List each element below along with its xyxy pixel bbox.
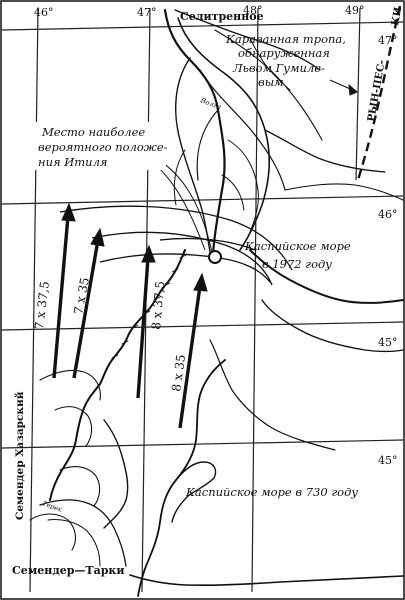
- ryn-pes-label: РЫН-ПЕС-: [366, 59, 388, 122]
- arc-1: [59, 205, 293, 271]
- ki-label: КИ: [390, 6, 404, 26]
- arrow-7x35-label: 7 х 35: [71, 276, 92, 315]
- agrakhan-peninsula: [103, 419, 129, 529]
- coast-1972-east: [249, 249, 404, 304]
- lon-48-label: 48°: [243, 4, 263, 17]
- lat-45b-label: 45°: [378, 454, 398, 467]
- semender-khazar-label: Семендер Хазарский: [14, 391, 26, 520]
- meridian-48: [251, 7, 259, 593]
- itil-label-line2: вероятного положе-: [38, 140, 168, 154]
- west-hills-3: [59, 466, 101, 507]
- volga-channel-5: [196, 109, 219, 181]
- caspian-730-label: Каспийское море в 730 году: [185, 485, 358, 499]
- itil-label-background: [34, 122, 166, 170]
- lat-45a-label: 45°: [378, 336, 398, 349]
- volga-channel-8: [173, 149, 186, 206]
- arrow-8x37-5-label: 8 х 37,5: [149, 280, 167, 330]
- arrow-7x37-5-shaft: [52, 215, 70, 379]
- volga-delta: [163, 8, 404, 257]
- arrow-8x35-label: 8 х 35: [169, 354, 188, 393]
- north-coast: [264, 129, 386, 173]
- arrow-7x35-shaft: [72, 239, 100, 379]
- arrow-8x37-5-head: [141, 244, 156, 263]
- arrow-7x35-head: [90, 227, 105, 247]
- labels: Селитренное Караванная тропа, обнаруженн…: [12, 6, 404, 577]
- coast-730-peninsula: [171, 461, 217, 523]
- volga-channel-6: [227, 139, 259, 233]
- volga-label: Волга: [198, 96, 222, 111]
- coast-1972-hatching: [111, 254, 187, 359]
- caravan-label-line3: Львом Гумиле-: [232, 61, 325, 75]
- parallel-47: [1, 21, 404, 31]
- arrow-7x37-5-head: [61, 202, 76, 222]
- volga-channel-4: [199, 69, 286, 191]
- arrow-8x35-shaft: [178, 285, 202, 429]
- arc-2: [91, 231, 273, 286]
- volga-channel-3: [175, 57, 211, 253]
- graticule: [1, 7, 404, 593]
- coast-1972-west: [49, 249, 186, 501]
- caravan-route-line: [356, 5, 402, 181]
- itil-location-marker: [208, 250, 222, 264]
- lon-49-label: 49°: [345, 4, 365, 17]
- meridian-46: [29, 7, 39, 593]
- terek-river: [39, 499, 127, 567]
- caravan-arrowhead: [348, 83, 358, 96]
- east-shore-contour: [261, 299, 404, 353]
- arrow-7x37-5-label: 7 х 37,5: [32, 280, 52, 330]
- south-coast: [129, 574, 404, 587]
- arc-3: [99, 253, 271, 283]
- upper-river-3: [249, 37, 291, 91]
- arrow-8x37-5-shaft: [136, 257, 150, 399]
- volga-channel-7: [221, 174, 245, 211]
- east-shore-contour-2: [209, 339, 336, 451]
- semender-tarki-label: Семендер—Тарки: [12, 564, 125, 577]
- caspian-730-coast: [29, 359, 404, 597]
- bearing-arrows: [52, 202, 208, 429]
- lat-47-label: 47°: [378, 34, 398, 47]
- parallel-45a: [1, 321, 404, 331]
- caspian-1972-line1: Каспийское море: [244, 239, 351, 253]
- caravan-route: [329, 5, 402, 181]
- graticule-labels: 46° 47° 48° 49° 47° 46° 45° 45°: [34, 4, 398, 467]
- parallel-46: [1, 195, 404, 205]
- arc-4: [159, 237, 256, 251]
- terek-river-2: [47, 519, 101, 567]
- coast-730-inner: [137, 359, 226, 597]
- caspian-1972-line2: в 1972 году: [262, 257, 332, 271]
- lon-46-label: 46°: [34, 6, 54, 19]
- itil-label-line3: ния Итиля: [38, 155, 108, 169]
- lon-47-label: 47°: [137, 6, 157, 19]
- lat-46-label: 46°: [378, 208, 398, 221]
- arrow-8x35-head: [193, 272, 208, 292]
- west-hills-2: [54, 406, 93, 447]
- caravan-label-line1: Караванная тропа,: [225, 32, 346, 46]
- caravan-label-line4: вым: [258, 75, 284, 89]
- upper-river-2: [214, 29, 323, 141]
- caspian-1972-coast: [49, 249, 404, 501]
- itil-label-line1: Место наиболее: [41, 125, 145, 139]
- west-hills-4: [29, 513, 77, 551]
- volga-main-channel: [163, 8, 226, 257]
- terek-label: Терек: [41, 499, 63, 513]
- selitrennoe-label: Селитренное: [180, 10, 264, 23]
- north-coast-2: [284, 183, 404, 201]
- caravan-label-line2: обнаруженная: [238, 46, 330, 60]
- parallel-45b: [1, 439, 404, 449]
- meridian-49: [355, 7, 361, 181]
